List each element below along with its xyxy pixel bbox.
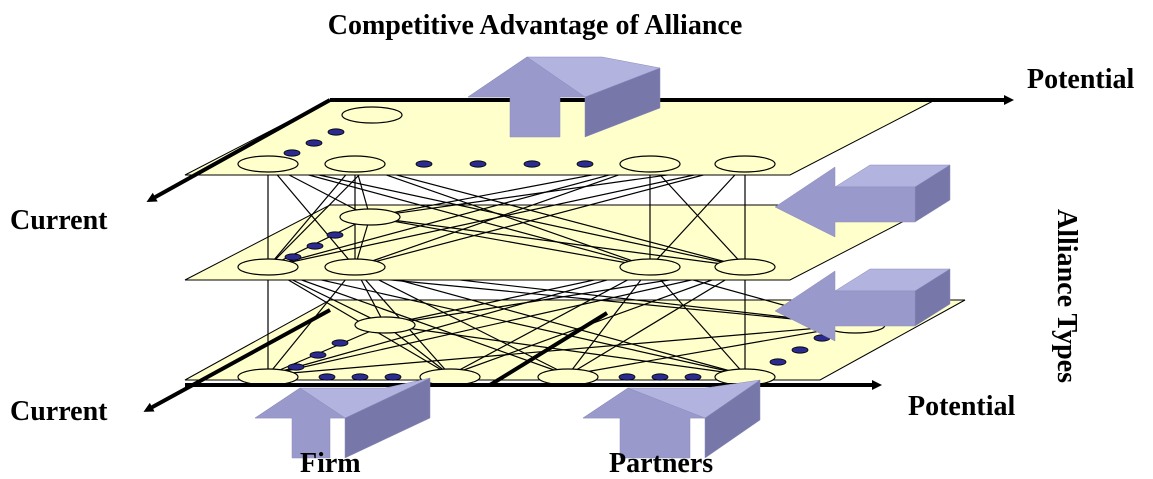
alliance-types-label: Alliance Types bbox=[1051, 209, 1082, 383]
bottom-potential-label: Potential bbox=[908, 391, 1016, 422]
bottom-left-axis bbox=[143, 308, 331, 412]
partners-input-arrow bbox=[582, 379, 761, 459]
bottom-divider-line bbox=[488, 311, 609, 387]
middle-plane-nodes bbox=[237, 208, 776, 276]
top-potential-label: Potential bbox=[1027, 64, 1135, 95]
alliance-type-arrow-upper bbox=[774, 164, 951, 238]
bottom-plane-dots bbox=[287, 334, 831, 381]
top-current-label: Current bbox=[10, 205, 108, 236]
top-plane-dots bbox=[283, 128, 594, 168]
firm-input-arrow bbox=[254, 377, 431, 459]
firm-label: Firm bbox=[300, 448, 361, 479]
output-up-arrow bbox=[467, 56, 661, 138]
bottom-plane-layer bbox=[143, 267, 966, 412]
bottom-current-label: Current bbox=[10, 396, 108, 427]
top-plane-nodes bbox=[237, 106, 776, 173]
middle-plane-dots bbox=[284, 231, 344, 261]
partners-label: Partners bbox=[609, 448, 714, 479]
top-left-axis bbox=[146, 98, 331, 202]
top-plane-layer bbox=[146, 95, 1014, 202]
alliance-type-arrow-lower bbox=[774, 268, 951, 342]
middle-plane-layer bbox=[184, 163, 936, 281]
diagram-title: Competitive Advantage of Alliance bbox=[327, 10, 743, 41]
